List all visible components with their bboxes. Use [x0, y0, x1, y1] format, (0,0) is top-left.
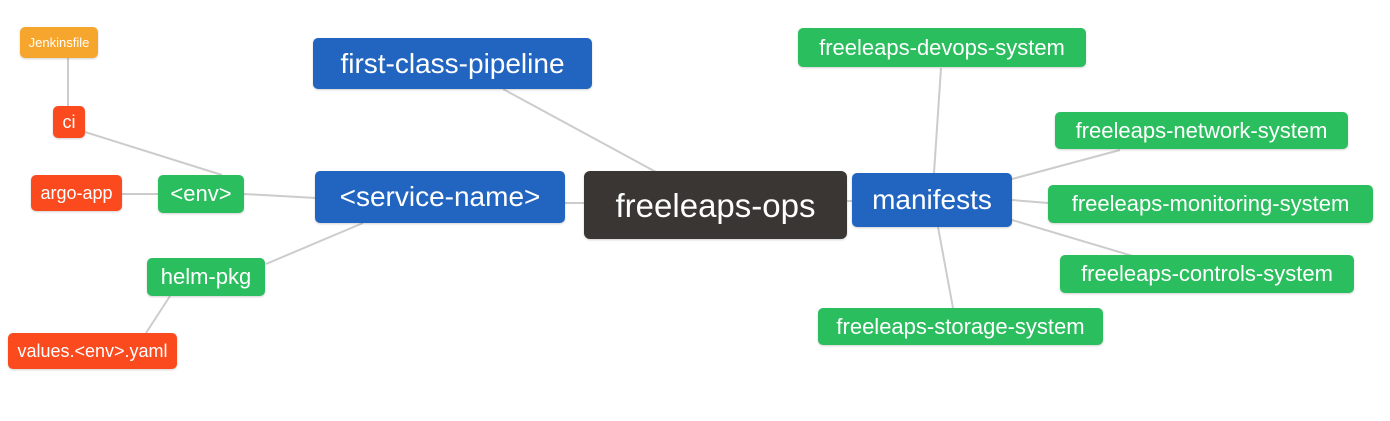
- node-label-env: <env>: [170, 181, 232, 206]
- node-freeleaps-ops[interactable]: freeleaps-ops: [584, 171, 847, 239]
- node-label-jenkinsfile: Jenkinsfile: [28, 35, 90, 50]
- edge-ci-to-env: [84, 131, 223, 176]
- node-freeleaps-controls-system[interactable]: freeleaps-controls-system: [1060, 255, 1354, 293]
- node-env[interactable]: <env>: [158, 175, 244, 213]
- node-first-class-pipeline[interactable]: first-class-pipeline: [313, 38, 592, 89]
- node-argo-app[interactable]: argo-app: [31, 175, 122, 211]
- edge-manifests-to-freeleaps-network-system: [1011, 149, 1121, 180]
- node-label-values-env-yaml: values.<env>.yaml: [17, 341, 168, 361]
- edge-manifests-to-freeleaps-monitoring-system: [1011, 199, 1049, 204]
- node-label-freeleaps-storage-system: freeleaps-storage-system: [836, 313, 1085, 339]
- node-label-ci: ci: [62, 112, 76, 132]
- node-freeleaps-devops-system[interactable]: freeleaps-devops-system: [798, 28, 1086, 67]
- node-label-freeleaps-monitoring-system: freeleaps-monitoring-system: [1071, 191, 1350, 216]
- node-freeleaps-network-system[interactable]: freeleaps-network-system: [1055, 112, 1348, 149]
- node-freeleaps-monitoring-system[interactable]: freeleaps-monitoring-system: [1048, 185, 1373, 223]
- node-label-helm-pkg: helm-pkg: [160, 264, 252, 289]
- node-label-manifests: manifests: [872, 184, 992, 215]
- node-service-name[interactable]: <service-name>: [315, 171, 565, 223]
- edge-manifests-to-freeleaps-controls-system: [1011, 219, 1137, 258]
- edge-values-env-yaml-to-helm-pkg: [145, 295, 171, 334]
- edge-manifests-to-freeleaps-devops-system: [933, 67, 942, 174]
- node-helm-pkg[interactable]: helm-pkg: [147, 258, 265, 296]
- node-label-freeleaps-controls-system: freeleaps-controls-system: [1081, 261, 1333, 286]
- node-values-env-yaml[interactable]: values.<env>.yaml: [8, 333, 177, 369]
- node-label-freeleaps-ops: freeleaps-ops: [615, 186, 816, 224]
- node-label-argo-app: argo-app: [40, 183, 113, 203]
- node-manifests[interactable]: manifests: [852, 173, 1012, 227]
- edge-first-class-pipeline-to-freeleaps-ops: [502, 88, 657, 173]
- edge-manifests-to-freeleaps-storage-system: [937, 226, 954, 309]
- node-label-service-name: <service-name>: [339, 181, 541, 212]
- node-freeleaps-storage-system[interactable]: freeleaps-storage-system: [818, 308, 1103, 345]
- node-label-first-class-pipeline: first-class-pipeline: [340, 47, 565, 79]
- node-label-freeleaps-network-system: freeleaps-network-system: [1075, 117, 1328, 143]
- node-label-freeleaps-devops-system: freeleaps-devops-system: [819, 34, 1065, 60]
- node-ci[interactable]: ci: [53, 106, 85, 138]
- edge-helm-pkg-to-service-name: [265, 222, 364, 265]
- edge-env-to-service-name: [243, 193, 317, 199]
- node-jenkinsfile[interactable]: Jenkinsfile: [20, 27, 98, 58]
